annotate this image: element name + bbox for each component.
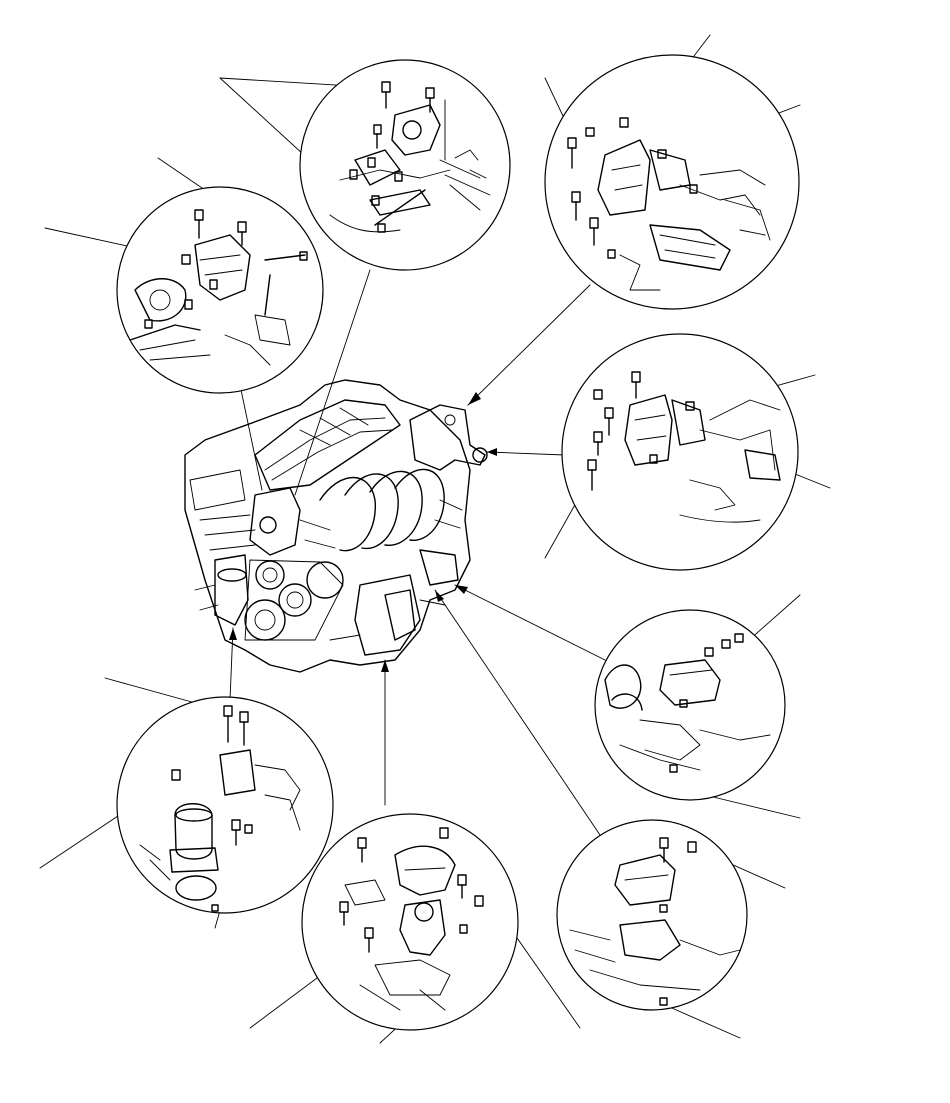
detail-right-lower [594,609,786,801]
detail-top-right [544,54,800,310]
detail-bottom-center [301,813,519,1031]
detail-bottom-right [556,819,748,1011]
detail-top-center [299,59,511,271]
detail-bottom-left [116,696,334,914]
detail-top-left [116,186,324,394]
engine-assembly [184,379,488,673]
detail-right-middle [561,333,799,571]
